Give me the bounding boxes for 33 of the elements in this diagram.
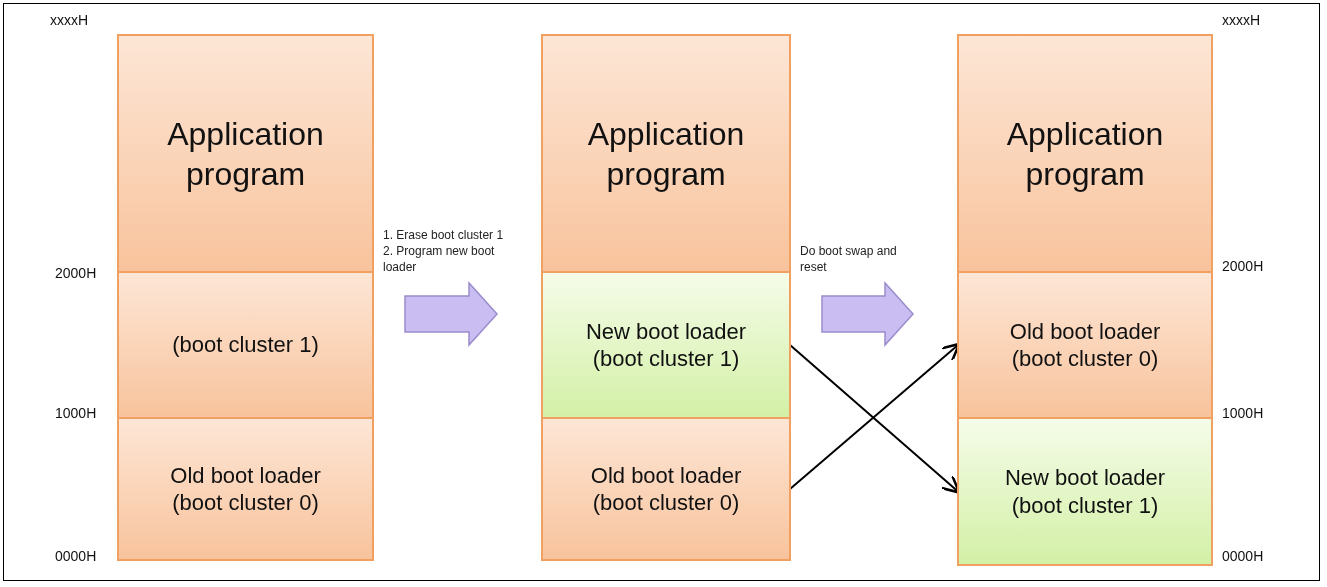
address-label: xxxxH [1222, 12, 1261, 28]
address-label: 2000H [1222, 258, 1264, 274]
address-label: 1000H [55, 405, 97, 421]
memory-map-column [542, 35, 790, 560]
memory-block [958, 272, 1212, 418]
memory-block [958, 35, 1212, 272]
memory-map-column [958, 35, 1212, 565]
memory-block [542, 272, 790, 418]
block-label: Old boot loader (boot cluster 0) [1008, 317, 1162, 373]
block-label: Old boot loader (boot cluster 0) [589, 461, 743, 517]
block-label: New boot loader (boot cluster 1) [584, 317, 748, 373]
block-label: New boot loader (boot cluster 1) [1003, 464, 1167, 519]
memory-block [542, 35, 790, 272]
memory-map-column [118, 35, 373, 560]
memory-block [118, 272, 373, 418]
address-label: 0000H [55, 548, 97, 564]
block-arrow [821, 281, 914, 347]
block-label: (boot cluster 1) [172, 331, 319, 359]
memory-block [542, 418, 790, 560]
memory-block [118, 418, 373, 560]
block-label: Application program [1005, 114, 1165, 194]
memory-block [958, 418, 1212, 565]
memory-block [118, 35, 373, 272]
address-label: 2000H [55, 265, 97, 281]
edge-label: 1. Erase boot cluster 1 2. Program new boot loader [383, 227, 505, 275]
block-arrow [404, 281, 498, 347]
address-label: 1000H [1222, 405, 1264, 421]
block-label: Application program [166, 114, 325, 194]
edge-label: Do boot swap and reset [800, 243, 898, 275]
address-label: xxxxH [50, 12, 89, 28]
block-label: Old boot loader (boot cluster 0) [169, 461, 322, 517]
address-label: 0000H [1222, 548, 1264, 564]
block-label: Application program [586, 114, 746, 194]
